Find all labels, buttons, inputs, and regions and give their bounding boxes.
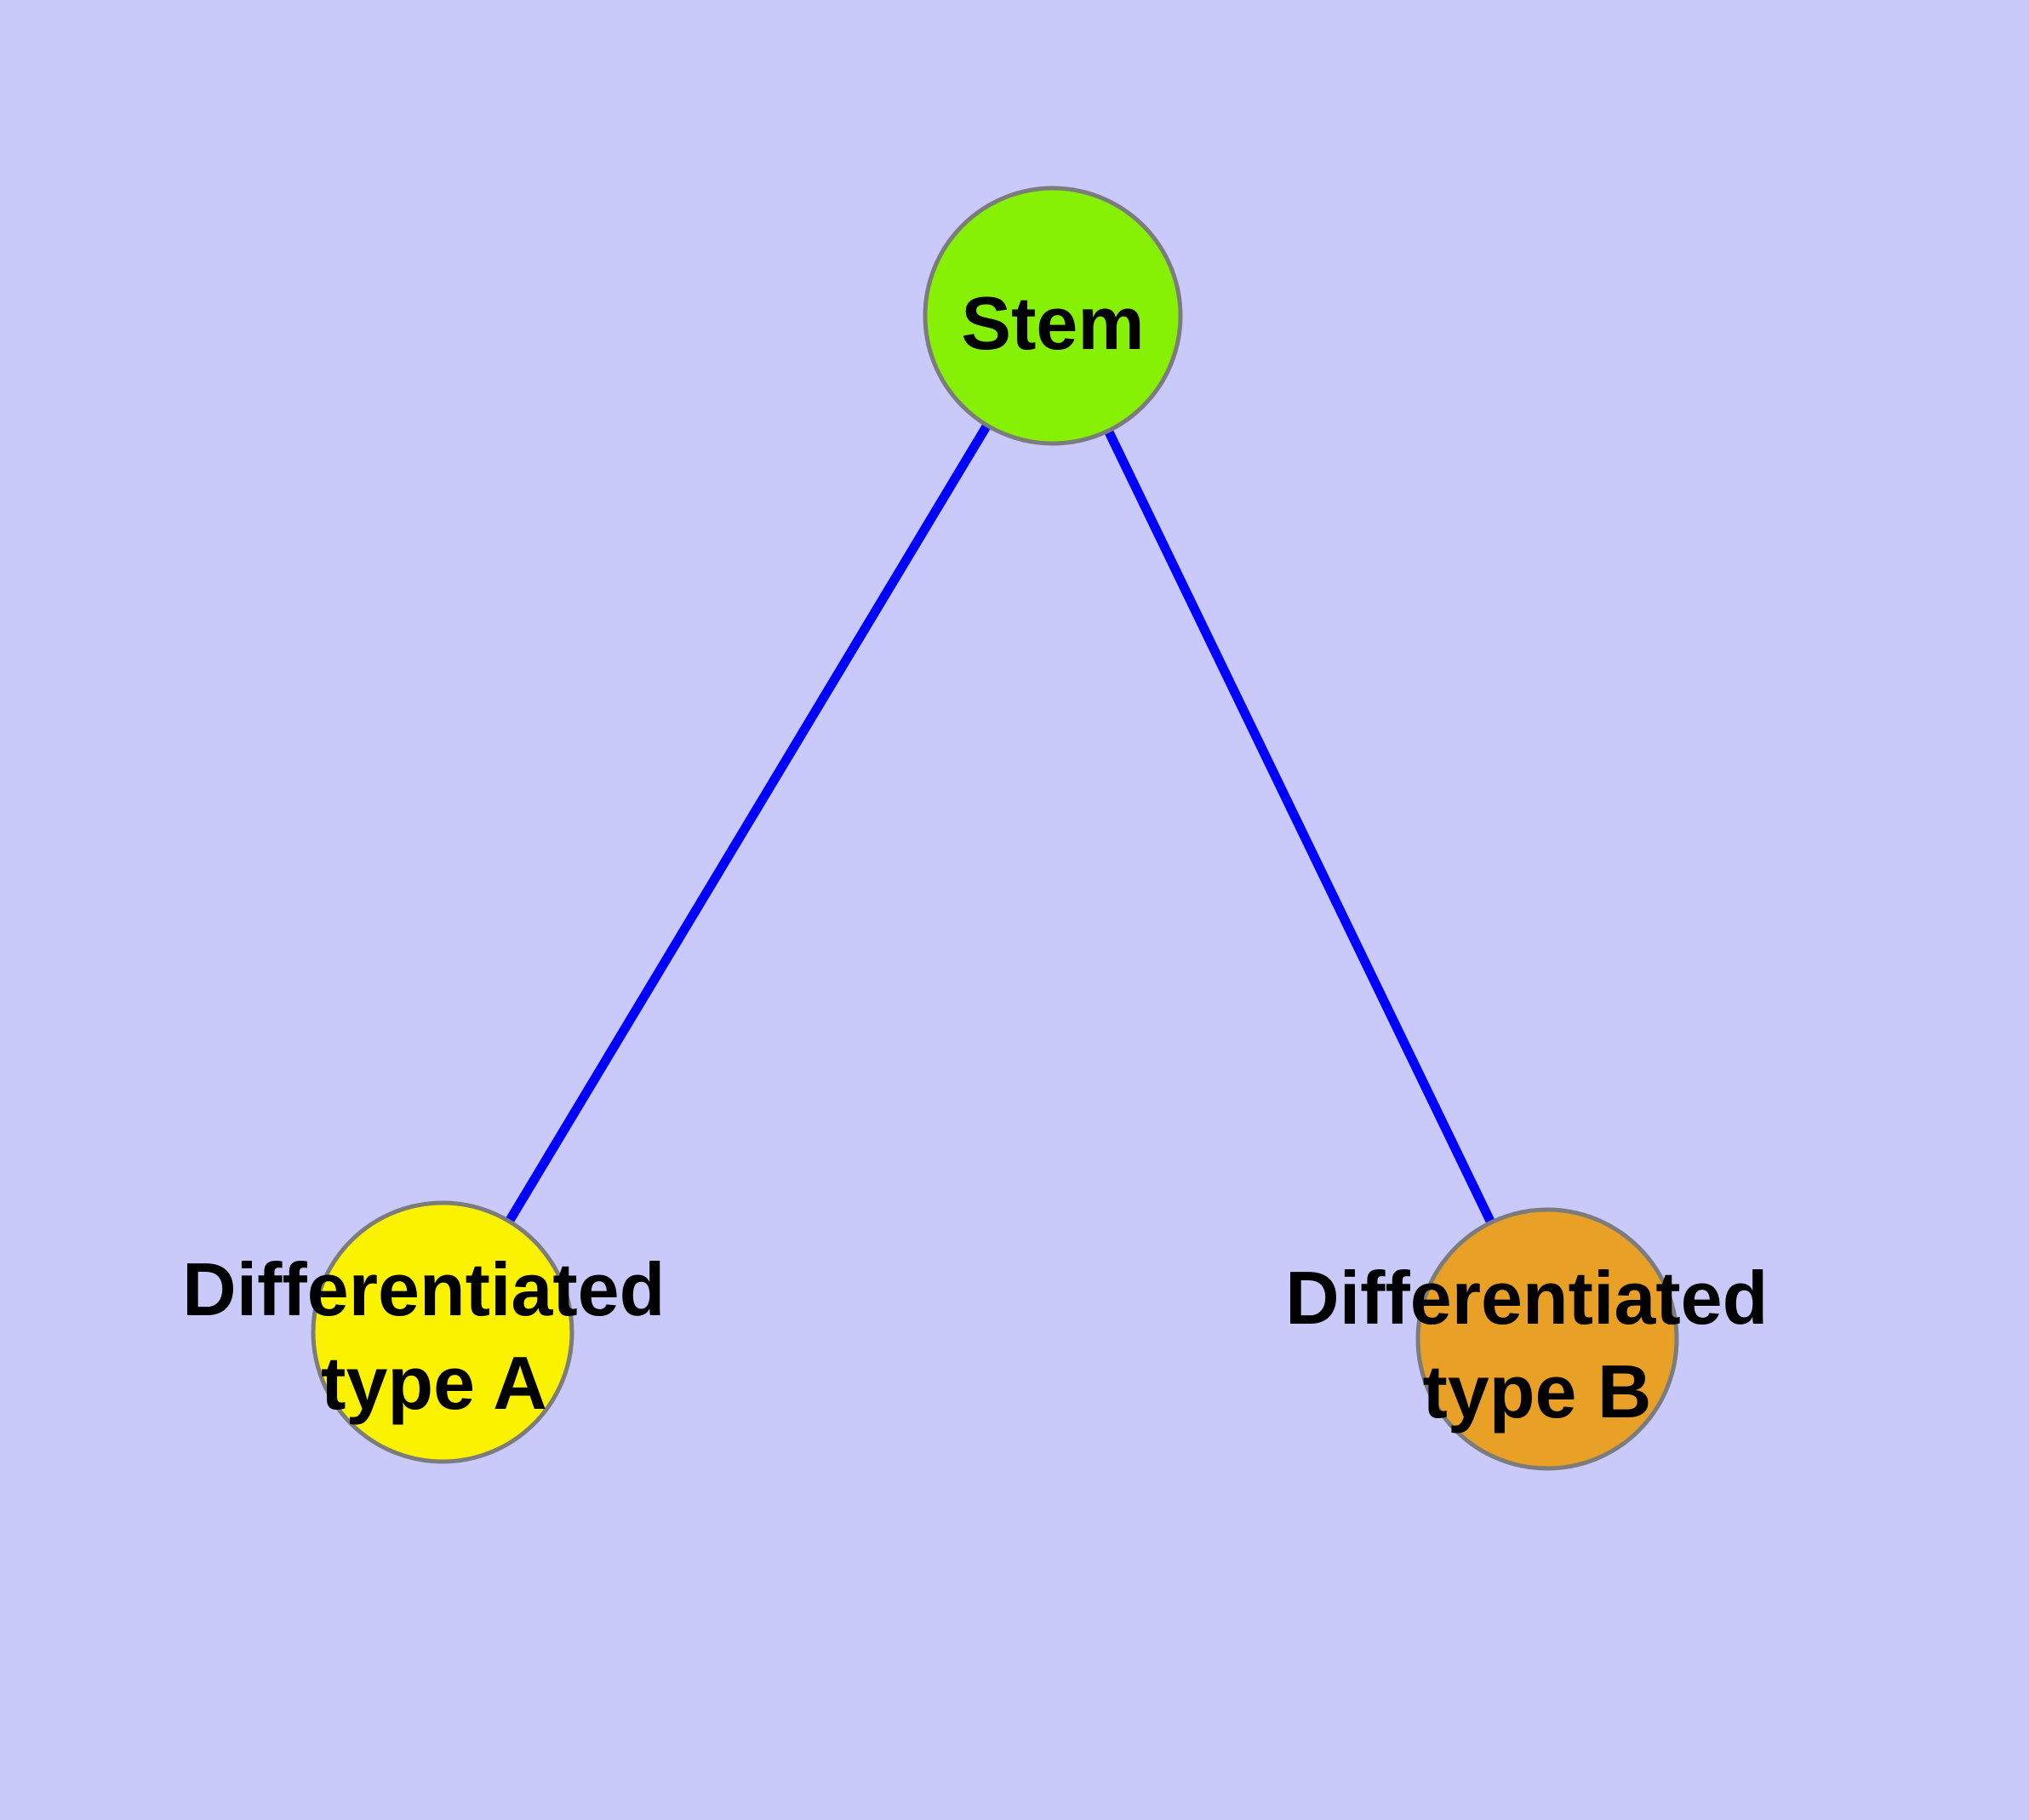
node-type-b-circle <box>1415 1207 1679 1471</box>
node-type-b-label: Differentiated type B <box>1285 1256 1789 1434</box>
node-stem-label: Stem <box>961 281 1144 365</box>
edge-stem-to-type-b <box>1049 313 1552 1342</box>
edge-stem-to-type-a <box>438 313 1057 1335</box>
node-type-a-label-line-1: Differentiated <box>182 1247 665 1331</box>
node-type-a-label-line-2: type A <box>321 1341 547 1425</box>
node-differentiated-type-a: Differentiated type A <box>182 1200 686 1464</box>
node-stem-circle <box>923 186 1183 446</box>
node-type-a-label: Differentiated type A <box>182 1247 686 1425</box>
node-differentiated-type-b: Differentiated type B <box>1285 1207 1789 1471</box>
node-type-a-circle <box>311 1200 574 1464</box>
node-stem: Stem <box>923 186 1183 446</box>
node-type-b-label-line-1: Differentiated <box>1285 1256 1768 1340</box>
node-type-b-label-line-2: type B <box>1423 1349 1652 1434</box>
